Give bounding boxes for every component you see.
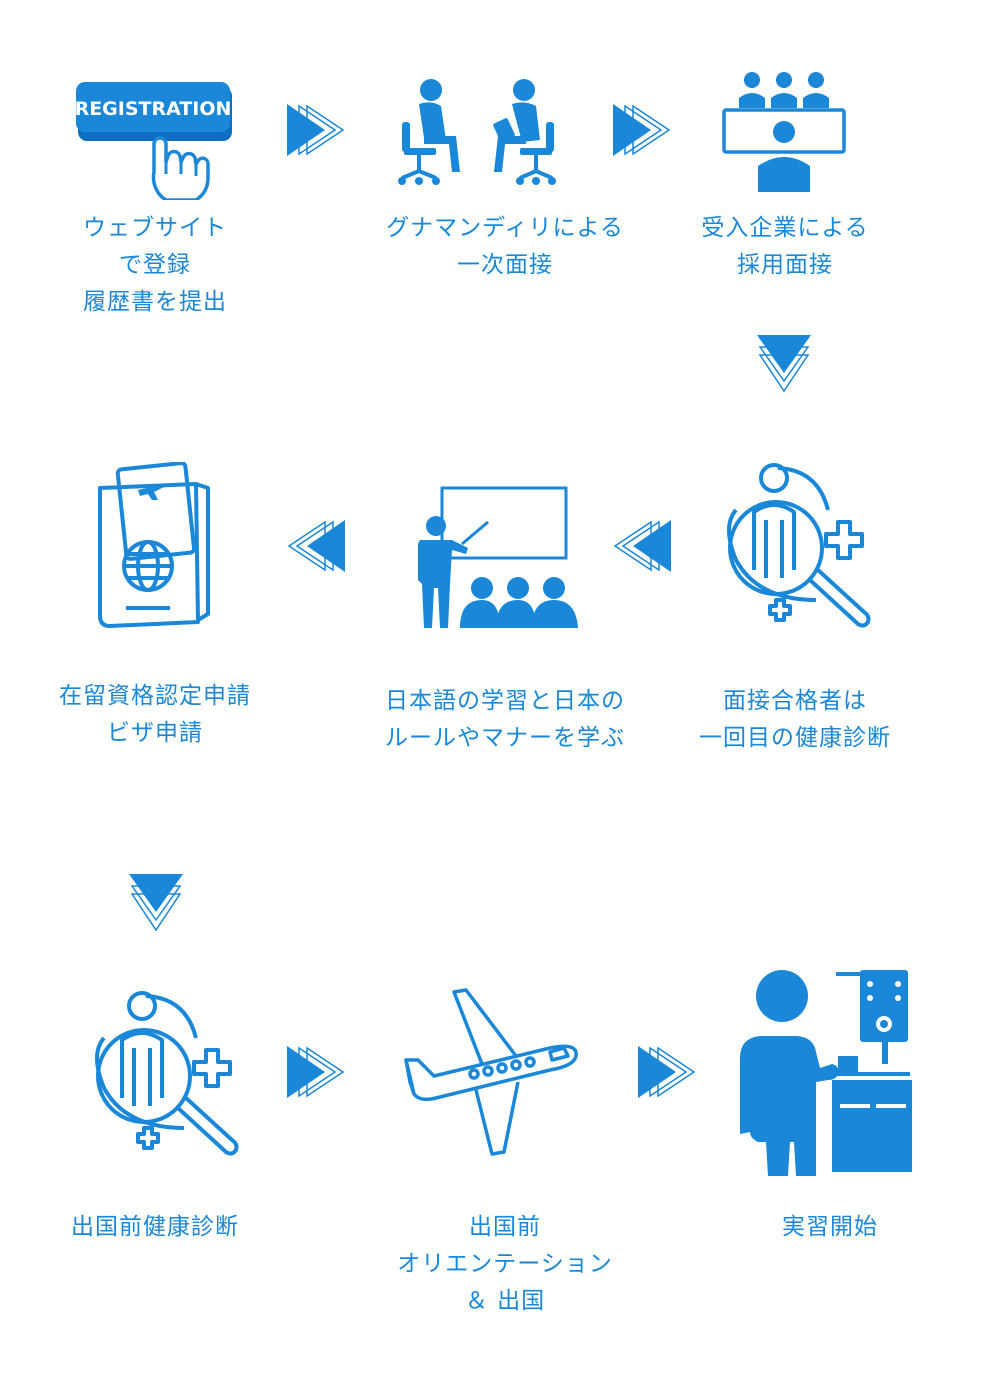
step-label-web-registration: ウェブサイトで登録履歴書を提出: [83, 215, 227, 315]
airplane-icon: [400, 986, 582, 1158]
registration-click-icon: REGISTRATION: [74, 82, 236, 200]
arrow-right-icon: [611, 100, 673, 160]
panel-interview-icon: [720, 70, 848, 192]
arrow-left-icon: [285, 516, 347, 576]
interview-icon: [394, 78, 564, 190]
arrow-left-icon: [611, 516, 673, 576]
step-label-pre-departure-health-check: 出国前健康診断: [71, 1214, 239, 1240]
svg-text:REGISTRATION: REGISTRATION: [75, 98, 232, 120]
step-label-visa-application: 在留資格認定申請ビザ申請: [59, 683, 251, 746]
step-label-orientation-departure: 出国前オリエンテーション＆ 出国: [397, 1214, 613, 1314]
step-label-first-interview: グナマンディリによる一次面接: [386, 215, 624, 278]
factory-worker-icon: [736, 966, 916, 1176]
step-label-company-interview: 受入企業による採用面接: [701, 215, 869, 278]
health-check-icon: [718, 460, 878, 630]
arrow-right-icon: [285, 100, 347, 160]
arrow-down-icon: [755, 333, 813, 395]
step-label-first-health-check: 面接合格者は一回目の健康診断: [699, 688, 891, 751]
arrow-right-icon: [285, 1042, 347, 1102]
step-label-training-start: 実習開始: [782, 1214, 878, 1240]
arrow-right-icon: [636, 1042, 698, 1102]
arrow-down-icon: [127, 872, 185, 934]
classroom-icon: [410, 484, 586, 632]
health-check-icon: [86, 988, 246, 1158]
passport-icon: [96, 462, 214, 630]
step-label-japanese-study: 日本語の学習と日本のルールやマナーを学ぶ: [385, 688, 625, 751]
